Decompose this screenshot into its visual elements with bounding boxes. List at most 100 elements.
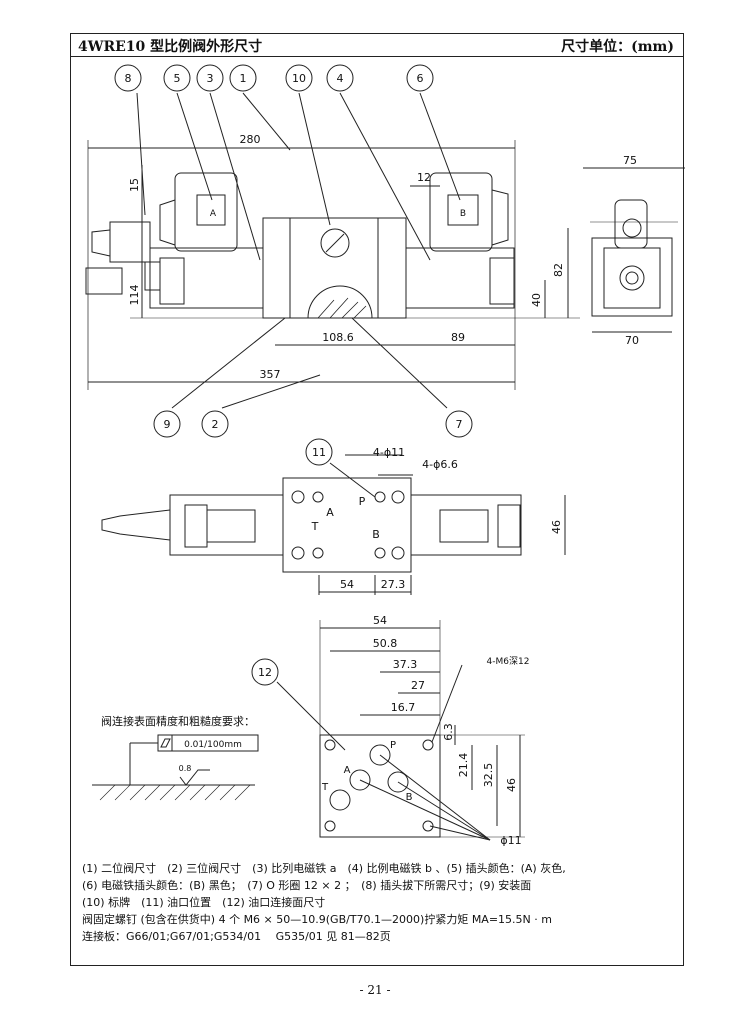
solenoid-b-endcap (489, 257, 515, 305)
note-line: (6) 电磁铁插头颜色：(B) 黑色； (7) O 形圈 12 × 2 ； (8… (82, 879, 532, 892)
mounting-plate (319, 734, 441, 838)
unit-label: 尺寸单位：(mm) (561, 39, 674, 55)
plug-b-body (429, 172, 493, 252)
callout-8-label: 8 (125, 72, 132, 85)
dim-40: 40 (530, 293, 543, 307)
front-view (85, 92, 580, 409)
surface-caption: 阀连接表面精度和粗糙度要求： (101, 714, 255, 728)
port-t-label: T (311, 520, 319, 533)
dim-6-3: 6.3 (442, 723, 455, 741)
connector-a (109, 221, 151, 263)
plug-a-side (159, 199, 176, 246)
callout-2 (201, 410, 229, 438)
dim-37-3: 37.3 (393, 658, 418, 671)
dim-27: 27 (411, 679, 425, 692)
callout-4 (326, 64, 354, 92)
dim-4-m6: 4-M6深12 (487, 656, 530, 667)
nameplate-screw (320, 228, 350, 258)
side-plug (614, 199, 648, 249)
callout-10-label: 10 (292, 72, 306, 85)
surface-finish (92, 734, 259, 801)
side-body (591, 237, 673, 317)
note-line: 连接板：G66/01;G67/01;G534/01 G535/01 见 81—8… (82, 930, 391, 943)
callout-12 (251, 658, 279, 686)
side-view (583, 167, 685, 333)
drawing-title: 4WRE10 型比例阀外形尺寸 (78, 39, 263, 55)
solenoid-b-body (405, 247, 515, 309)
top-solenoid-b (410, 494, 522, 556)
solenoid-a-endcap (159, 257, 185, 305)
port-p-label: P (359, 495, 366, 508)
top-solenoid-a (169, 494, 284, 556)
connector-a-cable (91, 229, 111, 257)
dim-15: 15 (128, 178, 141, 192)
note-line: (10) 标牌 (11) 油口位置 (12) 油口连接面尺寸 (82, 896, 326, 909)
dim-32-5: 32.5 (482, 763, 495, 788)
coil-a-label: A (210, 209, 217, 219)
dim-75: 75 (623, 154, 637, 167)
callout-1-label: 1 (240, 72, 247, 85)
dim-46-mount: 46 (505, 778, 518, 792)
dim-phi11: ϕ11 (500, 834, 521, 847)
title-bar: 4WRE10 型比例阀外形尺寸 尺寸单位：(mm) (70, 33, 684, 57)
port2-p-label: P (390, 740, 396, 751)
dim-27-3: 27.3 (381, 578, 406, 591)
callout-7-label: 7 (456, 418, 463, 431)
note-line: (1) 二位阀尺寸 (2) 三位阀尺寸 (3) 比列电磁铁 a (4) 比例电磁… (82, 862, 566, 875)
port2-a-label: A (344, 765, 351, 776)
callouts (114, 64, 473, 686)
callout-3 (196, 64, 224, 92)
callout-9 (153, 410, 181, 438)
callout-7 (445, 410, 473, 438)
mounting-surface-view (276, 620, 525, 841)
dim-108-6: 108.6 (322, 331, 354, 344)
page-number: - 21 - (359, 983, 391, 997)
solenoid-a-nut (144, 261, 161, 291)
plug-b-side (491, 189, 509, 246)
dim-70: 70 (625, 334, 639, 347)
dim-280: 280 (240, 133, 261, 146)
port-b (387, 771, 409, 793)
note-line: 阀固定螺钉 (包含在供货中) 4 个 M6 × 50—10.9(GB/T70.1… (82, 913, 552, 926)
notes: (1) 二位阀尺寸 (2) 三位阀尺寸 (3) 比列电磁铁 a (4) 比例电磁… (82, 860, 682, 945)
solenoid-a-body (149, 247, 264, 309)
callout-3-label: 3 (207, 72, 214, 85)
flatness-value: 0.01/100mm (184, 740, 242, 750)
dim-21-4: 21.4 (457, 753, 470, 778)
o-ring-section (307, 285, 373, 319)
roughness-value: 0.8 (179, 764, 192, 773)
plug-a-label (196, 194, 226, 226)
port2-b-label: B (406, 792, 413, 803)
callout-2-label: 2 (212, 418, 219, 431)
dim-46-top: 46 (550, 520, 563, 534)
dim-114: 114 (128, 285, 141, 306)
plug-a-body (174, 172, 238, 252)
callout-4-label: 4 (337, 72, 344, 85)
port2-t-label: T (321, 782, 329, 793)
callout-6 (406, 64, 434, 92)
connector-a-lower (85, 267, 123, 295)
valve-body (262, 217, 407, 319)
dim-50-8: 50.8 (373, 637, 398, 650)
coil-b-label: B (460, 209, 466, 219)
dim-54-mount: 54 (373, 614, 387, 627)
dim-4-phi11: 4-ϕ11 (373, 446, 405, 459)
callout-8 (114, 64, 142, 92)
dim-4-phi6-6: 4-ϕ6.6 (422, 458, 458, 471)
port-p (369, 744, 391, 766)
plug-b-label (447, 194, 479, 226)
dim-12: 12 (417, 171, 431, 184)
callout-11 (305, 438, 333, 466)
callout-1 (229, 64, 257, 92)
callout-11-label: 11 (312, 446, 326, 459)
callout-10 (285, 64, 313, 92)
callout-12-label: 12 (258, 666, 272, 679)
dim-89: 89 (451, 331, 465, 344)
top-view (101, 454, 566, 595)
drawing-frame (70, 33, 684, 966)
dim-357: 357 (260, 368, 281, 381)
port-a-label: A (326, 506, 334, 519)
top-connector (101, 509, 171, 541)
dim-82: 82 (552, 263, 565, 277)
